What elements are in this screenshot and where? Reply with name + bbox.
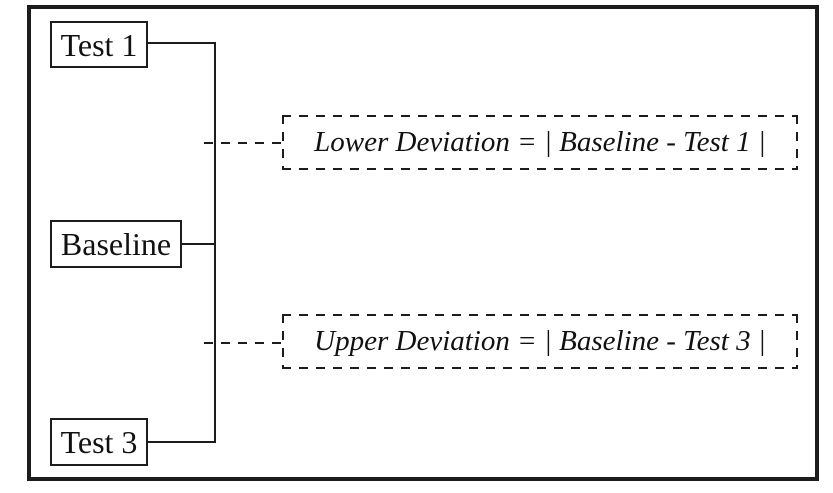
dashed-connector-lower <box>204 142 282 144</box>
dashed-border <box>282 168 798 170</box>
connector-baseline <box>181 243 214 245</box>
dashed-border <box>282 314 798 316</box>
dashed-border <box>282 115 798 117</box>
connector-spine <box>214 42 216 443</box>
formula-upper-deviation: Upper Deviation = | Baseline - Test 3 | <box>282 314 798 369</box>
node-test-3: Test 3 <box>50 418 148 466</box>
dashed-border <box>796 314 798 369</box>
node-test-1: Test 1 <box>50 21 148 68</box>
node-baseline: Baseline <box>50 220 182 268</box>
dashed-border <box>796 115 798 170</box>
formula-upper-deviation-text: Upper Deviation = | Baseline - Test 3 | <box>314 325 766 357</box>
dashed-border <box>282 367 798 369</box>
formula-lower-deviation-text: Lower Deviation = | Baseline - Test 1 | <box>314 126 766 158</box>
node-test-3-label: Test 3 <box>60 424 138 460</box>
connector-test1 <box>147 42 214 44</box>
formula-lower-deviation: Lower Deviation = | Baseline - Test 1 | <box>282 115 798 170</box>
dashed-border <box>282 115 284 170</box>
connector-test3 <box>147 441 214 443</box>
node-baseline-label: Baseline <box>60 226 172 262</box>
dashed-connector-upper <box>204 342 282 344</box>
dashed-border <box>282 314 284 369</box>
node-test-1-label: Test 1 <box>60 26 138 63</box>
